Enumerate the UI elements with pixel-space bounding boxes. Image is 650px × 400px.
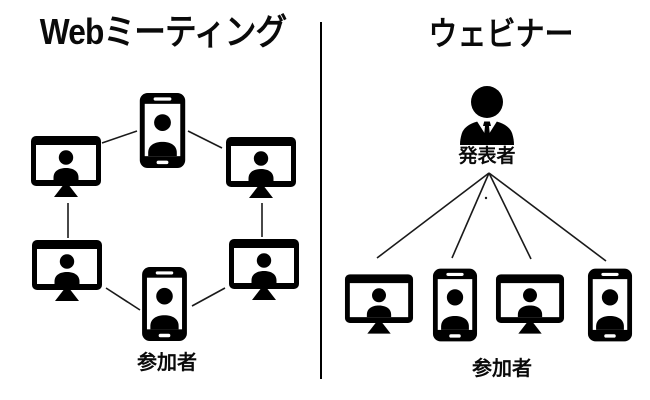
panel-divider xyxy=(320,22,322,379)
presenter-label: 発表者 xyxy=(458,146,516,167)
right-panel-title: ウェビナー xyxy=(428,15,574,52)
monitor-user-icon xyxy=(225,136,297,201)
phone-user-icon xyxy=(587,267,633,343)
monitor-user-icon xyxy=(228,238,300,303)
left-panel-title: Webミーティング xyxy=(39,11,287,52)
stray-dot xyxy=(484,196,488,200)
phone-user-icon xyxy=(141,266,188,342)
presenter-icon xyxy=(455,85,519,145)
phone-user-icon xyxy=(432,267,478,343)
monitor-user-icon xyxy=(30,135,102,200)
monitor-user-icon xyxy=(495,272,565,338)
monitor-user-icon xyxy=(344,272,414,338)
right-participants-label: 参加者 xyxy=(472,358,532,380)
left-participants-label: 参加者 xyxy=(137,352,197,374)
monitor-user-icon xyxy=(31,239,103,304)
phone-user-icon xyxy=(138,92,187,169)
